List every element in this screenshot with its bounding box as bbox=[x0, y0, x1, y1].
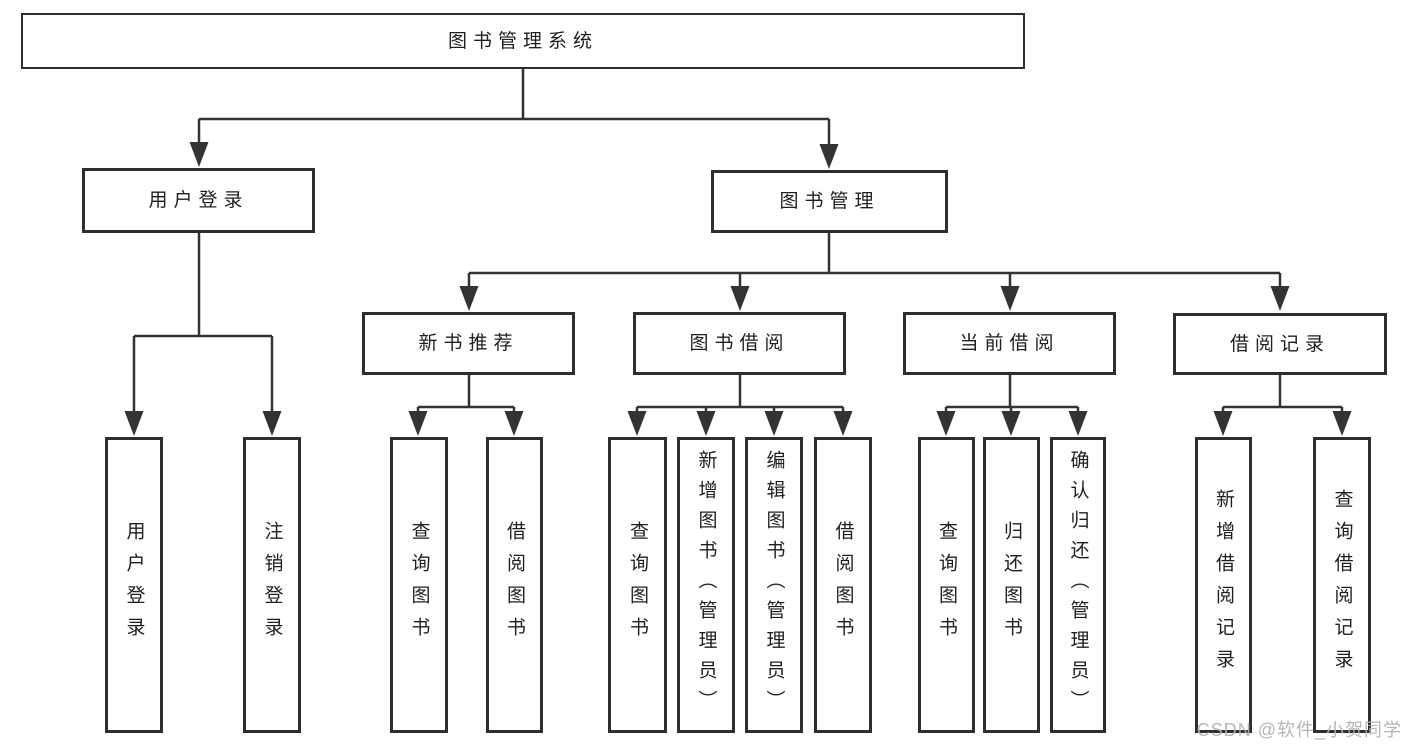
node-book-borrowing: 图书借阅 bbox=[633, 312, 846, 375]
node-label: 查询图书 bbox=[936, 521, 957, 649]
leaf-query-borrow-record: 查询借阅记录 bbox=[1313, 437, 1371, 733]
node-new-book-recommend: 新书推荐 bbox=[362, 312, 575, 375]
node-label: 归还图书 bbox=[1001, 521, 1022, 649]
arrow-down-icon bbox=[459, 286, 479, 311]
node-label: 借阅图书 bbox=[504, 521, 525, 649]
arrow-down-icon bbox=[1270, 286, 1290, 311]
arrow-down-icon bbox=[1213, 411, 1233, 436]
node-borrowing-records: 借阅记录 bbox=[1173, 313, 1387, 375]
node-label: 图书管理系统 bbox=[447, 30, 598, 52]
arrow-down-icon bbox=[1068, 411, 1088, 436]
node-label: 新增图书（管理员） bbox=[695, 450, 717, 720]
arrow-down-icon bbox=[819, 144, 839, 169]
arrow-down-icon bbox=[764, 411, 784, 436]
arrow-down-icon bbox=[833, 411, 853, 436]
leaf-confirm-return-admin: 确认归还（管理员） bbox=[1050, 437, 1106, 733]
csdn-watermark: CSDN @软件_小贺同学 bbox=[1196, 720, 1402, 740]
node-library-management-system: 图书管理系统 bbox=[21, 13, 1025, 69]
arrow-down-icon bbox=[936, 411, 956, 436]
arrow-down-icon bbox=[1000, 286, 1020, 311]
node-label: 图书管理 bbox=[779, 191, 880, 212]
node-label: 查询图书 bbox=[627, 521, 648, 649]
node-user-login: 用户登录 bbox=[82, 168, 315, 233]
leaf-query-books-recommend: 查询图书 bbox=[390, 437, 448, 733]
connector-path bbox=[134, 69, 1342, 409]
node-label: 借阅记录 bbox=[1229, 333, 1330, 355]
node-label: 用户登录 bbox=[123, 521, 145, 649]
node-label: 查询借阅记录 bbox=[1331, 489, 1353, 681]
leaf-logout: 注销登录 bbox=[243, 437, 301, 733]
node-label: 编辑图书（管理员） bbox=[763, 450, 785, 720]
node-label: 借阅图书 bbox=[832, 521, 854, 649]
node-current-borrowing: 当前借阅 bbox=[903, 312, 1116, 375]
arrow-down-icon bbox=[504, 411, 524, 436]
leaf-add-borrow-record: 新增借阅记录 bbox=[1195, 437, 1252, 733]
arrow-down-icon bbox=[696, 411, 716, 436]
node-label: 当前借阅 bbox=[959, 333, 1060, 354]
arrow-down-icon bbox=[262, 411, 282, 436]
arrow-down-icon bbox=[627, 411, 647, 436]
leaf-borrow-books-recommend: 借阅图书 bbox=[486, 437, 543, 733]
node-label: 图书借阅 bbox=[689, 333, 790, 354]
node-label: 确认归还（管理员） bbox=[1067, 450, 1089, 720]
leaf-return-book: 归还图书 bbox=[983, 437, 1040, 733]
leaf-query-books-borrow: 查询图书 bbox=[608, 437, 667, 733]
leaf-query-books-current: 查询图书 bbox=[918, 437, 975, 733]
arrowheads bbox=[124, 142, 1352, 436]
arrow-down-icon bbox=[730, 286, 750, 311]
leaf-add-book-admin: 新增图书（管理员） bbox=[677, 437, 735, 733]
node-label: 用户登录 bbox=[148, 190, 249, 211]
node-label: 查询图书 bbox=[408, 521, 430, 649]
node-label: 新书推荐 bbox=[418, 333, 519, 354]
node-book-management: 图书管理 bbox=[711, 170, 948, 233]
arrow-down-icon bbox=[189, 142, 209, 167]
arrow-down-icon bbox=[1001, 411, 1021, 436]
arrow-down-icon bbox=[124, 411, 144, 436]
leaf-borrow-books: 借阅图书 bbox=[814, 437, 872, 733]
leaf-user-login: 用户登录 bbox=[105, 437, 163, 733]
node-label: 注销登录 bbox=[261, 521, 283, 649]
leaf-edit-book-admin: 编辑图书（管理员） bbox=[745, 437, 803, 733]
arrow-down-icon bbox=[408, 411, 428, 436]
node-label: 新增借阅记录 bbox=[1213, 489, 1234, 681]
arrow-down-icon bbox=[1332, 411, 1352, 436]
